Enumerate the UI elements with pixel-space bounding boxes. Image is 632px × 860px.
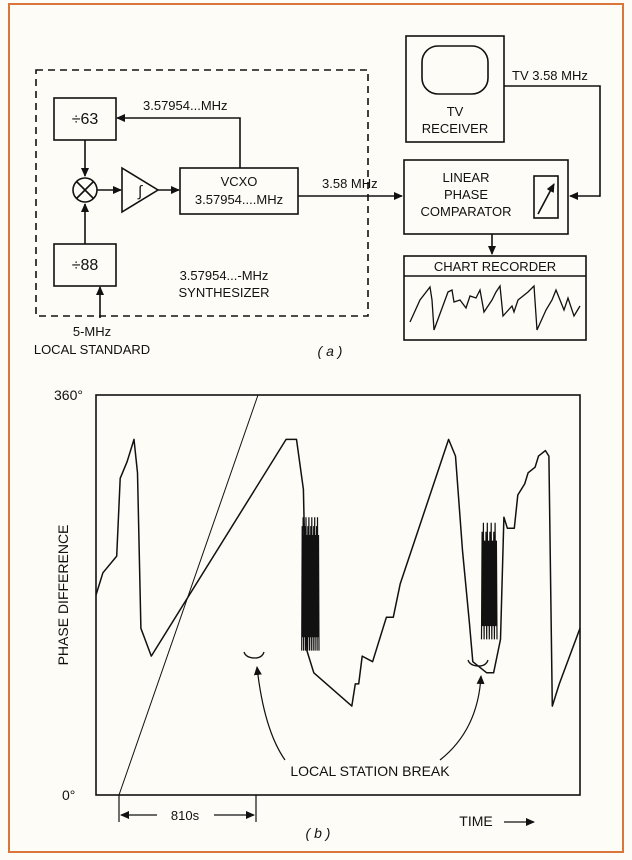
vcxo-block <box>179 167 299 215</box>
plot-frame <box>95 394 581 796</box>
divide-63-label: ÷63 <box>72 111 99 128</box>
interval-label: 810s <box>171 808 200 823</box>
station-break-annotation: LOCAL STATION BREAK <box>290 763 450 779</box>
synthesizer-label-line1: 3.57954...-MHz <box>180 268 269 283</box>
comparator-label-line2: PHASE <box>444 187 488 202</box>
feedback-frequency-label: 3.57954...MHz <box>143 98 228 113</box>
station-break-burst-1 <box>301 517 320 651</box>
meter-icon <box>533 175 559 219</box>
phase-trace-group <box>95 438 581 707</box>
phase-chart <box>95 394 581 822</box>
x-axis-label: TIME <box>459 813 492 829</box>
y-axis-label: PHASE DIFFERENCE <box>55 525 71 666</box>
divide-88-label: ÷88 <box>72 257 99 274</box>
phase-trace <box>95 438 581 707</box>
block-diagram-labels: ÷63 ÷88 ∫ VCXO 3.57954....MHz 3.57954...… <box>34 68 588 359</box>
callout-arrow-left <box>253 666 286 761</box>
tv-screen-icon <box>421 45 489 95</box>
phase-comparator-block <box>403 159 569 235</box>
brace-left <box>243 651 265 659</box>
tv-receiver-label-line1: TV <box>447 104 464 119</box>
station-break-burst-2 <box>480 522 498 640</box>
chart-recorder-block <box>403 255 587 341</box>
comparator-label-line1: LINEAR <box>443 170 490 185</box>
tv-signal-label: TV 3.58 MHz <box>512 68 588 83</box>
caption-a: ( a ) <box>318 343 343 359</box>
synthesizer-label-line2: SYNTHESIZER <box>178 285 269 300</box>
y-bottom-tick-label: 0° <box>62 787 75 803</box>
recorder-trace <box>409 284 581 331</box>
vcxo-frequency: 3.57954....MHz <box>195 192 283 207</box>
local-standard-label-line1: 5-MHz <box>73 324 111 339</box>
integrator-label: ∫ <box>137 183 144 200</box>
figure-frame <box>8 3 624 853</box>
local-standard-label-line2: LOCAL STANDARD <box>34 342 150 357</box>
station-break-bursts <box>301 517 498 651</box>
block-diagram <box>35 35 601 341</box>
tv-receiver-label-line2: RECEIVER <box>422 121 488 136</box>
feedback-path <box>116 114 241 168</box>
synthesizer-boundary <box>35 69 369 317</box>
callout-arrow-right <box>439 675 485 761</box>
integrator-icon <box>121 166 160 214</box>
chart-recorder-label: CHART RECORDER <box>434 259 556 274</box>
brace-right <box>467 659 489 667</box>
vcxo-label: VCXO <box>221 174 258 189</box>
chart-labels: 360° 0° PHASE DIFFERENCE 810s LOCAL STAT… <box>54 387 535 841</box>
comparator-label-line3: COMPARATOR <box>420 204 511 219</box>
caption-b: ( b ) <box>306 825 331 841</box>
output-frequency-label: 3.58 MHz <box>322 176 378 191</box>
y-top-tick-label: 360° <box>54 387 83 403</box>
tv-receiver-block <box>405 35 505 143</box>
